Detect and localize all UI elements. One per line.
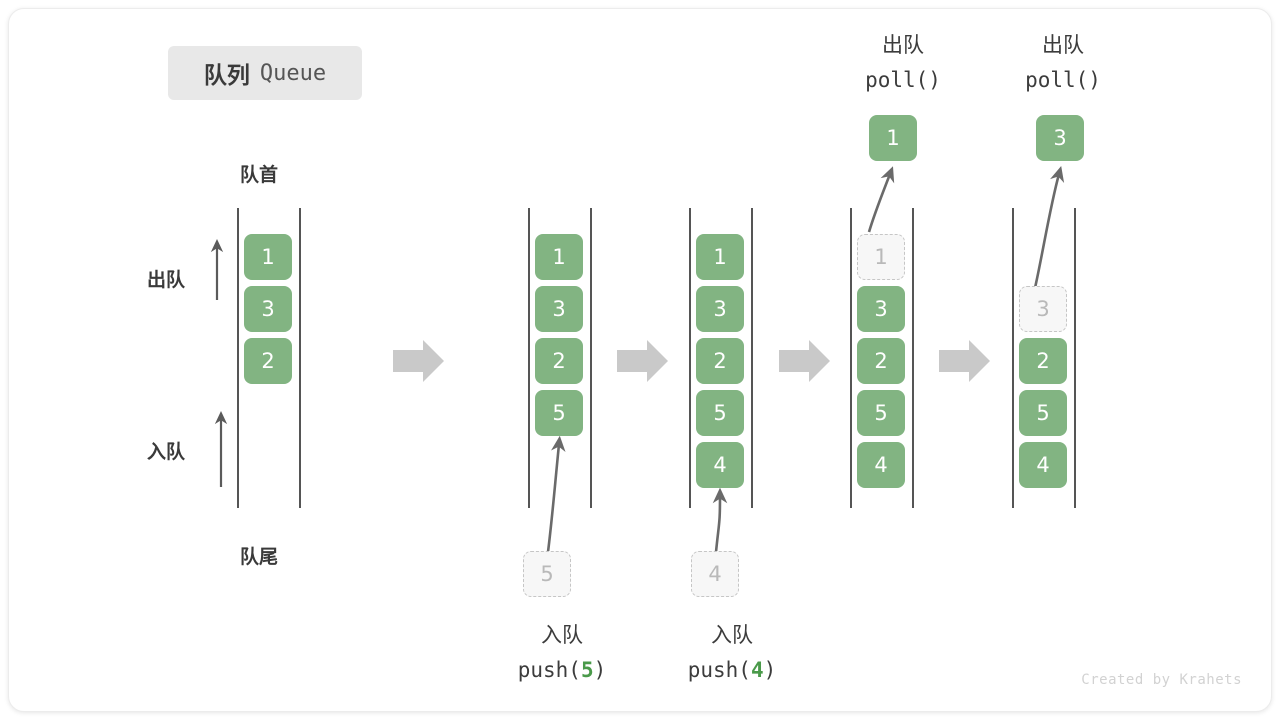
queue-cell-ghost[interactable]: 3	[1019, 286, 1067, 332]
queue-cell[interactable]: 1	[696, 234, 744, 280]
label-queue-rear: 队尾	[240, 546, 279, 568]
rail-left	[689, 208, 691, 508]
title-badge: 队列 Queue	[168, 46, 362, 100]
label-queue-front: 队首	[240, 164, 279, 186]
caption-poll-2: 出队 poll()	[943, 28, 1183, 98]
diagram-card	[8, 8, 1272, 712]
caption-poll-1-cn: 出队	[882, 33, 924, 57]
rail-right	[1074, 208, 1076, 508]
incoming-ghost-cell[interactable]: 4	[691, 551, 739, 597]
rail-right	[299, 208, 301, 508]
label-dequeue-direction: 出队	[147, 269, 186, 291]
queue-cell[interactable]: 3	[535, 286, 583, 332]
queue-cell[interactable]: 5	[696, 390, 744, 436]
queue-cell[interactable]: 5	[1019, 390, 1067, 436]
caption-poll-2-code: poll()	[1025, 68, 1101, 92]
rail-left	[1012, 208, 1014, 508]
queue-cell[interactable]: 5	[535, 390, 583, 436]
rail-left	[528, 208, 530, 508]
queue-cell[interactable]: 2	[535, 338, 583, 384]
caption-push-4-cn: 入队	[711, 623, 753, 647]
rail-right	[912, 208, 914, 508]
queue-cell-ghost[interactable]: 1	[857, 234, 905, 280]
queue-cell[interactable]: 3	[244, 286, 292, 332]
queue-cell[interactable]: 5	[857, 390, 905, 436]
caption-poll-1-code: poll()	[865, 68, 941, 92]
queue-cell[interactable]: 4	[696, 442, 744, 488]
rail-left	[850, 208, 852, 508]
title-english: Queue	[259, 60, 327, 86]
queue-cell[interactable]: 3	[696, 286, 744, 332]
caption-push-5-arg: 5	[580, 658, 594, 682]
queue-cell[interactable]: 1	[535, 234, 583, 280]
label-enqueue-direction: 入队	[147, 441, 186, 463]
queue-cell[interactable]: 3	[857, 286, 905, 332]
queue-cell[interactable]: 1	[244, 234, 292, 280]
credit-text: Created by Krahets	[1081, 672, 1242, 688]
outgoing-cell[interactable]: 3	[1036, 115, 1084, 161]
caption-poll-1: 出队 poll()	[783, 28, 1023, 98]
rail-right	[751, 208, 753, 508]
caption-push-5-cn: 入队	[541, 623, 583, 647]
outgoing-cell[interactable]: 1	[869, 115, 917, 161]
title-chinese: 队列	[203, 63, 250, 89]
queue-cell[interactable]: 4	[857, 442, 905, 488]
caption-push-4: 入队 push(4)	[612, 618, 852, 688]
rail-left	[237, 208, 239, 508]
queue-cell[interactable]: 2	[1019, 338, 1067, 384]
queue-cell[interactable]: 2	[244, 338, 292, 384]
caption-push-5: 入队 push(5)	[442, 618, 682, 688]
queue-cell[interactable]: 4	[1019, 442, 1067, 488]
rail-right	[590, 208, 592, 508]
caption-push-4-arg: 4	[750, 658, 764, 682]
queue-cell[interactable]: 2	[696, 338, 744, 384]
caption-push-4-code: push(4)	[687, 658, 777, 682]
queue-cell[interactable]: 2	[857, 338, 905, 384]
caption-push-5-code: push(5)	[517, 658, 607, 682]
incoming-ghost-cell[interactable]: 5	[523, 551, 571, 597]
caption-poll-2-cn: 出队	[1042, 33, 1084, 57]
